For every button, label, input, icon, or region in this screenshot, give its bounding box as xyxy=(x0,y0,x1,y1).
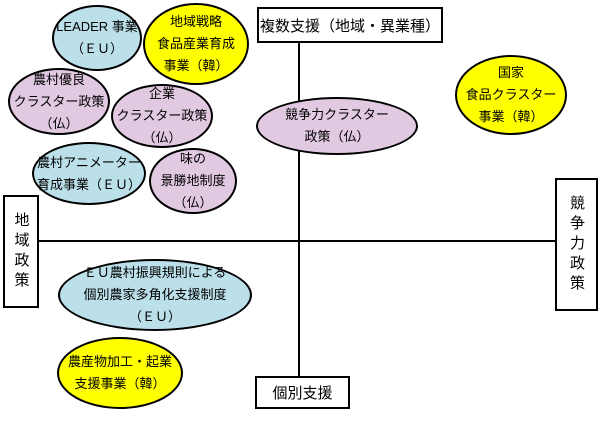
axis-label-bottom-text: 個別支援 xyxy=(272,385,333,402)
bubble-text-line: 食品産業育成 xyxy=(156,36,235,51)
bubble-chiiki-senryaku: 地域戦略 食品産業育成 事業（韓） xyxy=(143,3,249,85)
bubble-nouson-animator: 農村アニメーター 育成事業（ＥＵ） xyxy=(32,142,146,205)
bubble-text-line: 農村優良 xyxy=(32,71,85,87)
bubble-text-line: 国家 xyxy=(497,65,524,80)
axis-label-bottom: 個別支援 xyxy=(255,376,350,409)
bubble-text-line: 育成事業（ＥＵ） xyxy=(36,176,141,192)
axis-label-top-text: 複数支援（地域・異業種） xyxy=(259,17,440,35)
bubble-text-line: クラスター政策 xyxy=(116,108,208,123)
bubble-nouson-yuuryou: 農村優良 クラスター政策 （仏） xyxy=(8,68,110,135)
bubble-kyousouryoku-cluster: 競争力クラスター 政策（仏） xyxy=(256,97,418,155)
bubble-text-line: （ＥＵ） xyxy=(128,309,181,324)
bubble-text-line: 地域戦略 xyxy=(169,14,222,29)
bubble-text-line: 農産物加工・起業 xyxy=(67,354,172,369)
bubble-eu-nouson-kisoku: ＥＵ農村振興規則による 個別農家多角化支援制度 （ＥＵ） xyxy=(58,259,252,331)
bubble-text-line: （仏） xyxy=(39,115,79,131)
bubble-text-line: 企業 xyxy=(148,86,175,101)
bubble-text-line: クラスター政策 xyxy=(13,93,105,109)
bubble-kigyou-cluster: 企業 クラスター政策 （仏） xyxy=(111,84,213,148)
bubble-text-line: 政策（仏） xyxy=(304,129,370,144)
vertical-axis-line xyxy=(298,42,300,377)
bubble-text-line: （仏） xyxy=(142,130,182,145)
bubble-aji-keishouchi: 味の 景勝地制度 （仏） xyxy=(149,148,237,214)
bubble-text-line: 個別農家多角化支援制度 xyxy=(83,287,227,302)
bubble-text-line: （仏） xyxy=(173,195,213,210)
axis-label-right-text: 競争力政策 xyxy=(568,194,585,295)
axis-label-top: 複数支援（地域・異業種） xyxy=(257,7,443,43)
axis-label-left: 地域政策 xyxy=(3,195,39,308)
bubble-text-line: 事業（韓） xyxy=(163,58,229,73)
bubble-text-line: 景勝地制度 xyxy=(160,173,226,188)
axis-label-right: 競争力政策 xyxy=(555,178,598,311)
bubble-nousanbutsu-kakou: 農産物加工・起業 支援事業（韓） xyxy=(57,337,183,409)
axis-label-left-text: 地域政策 xyxy=(12,211,30,292)
bubble-text-line: 支援事業（韓） xyxy=(74,376,166,391)
horizontal-axis-line xyxy=(39,240,555,242)
bubble-kokka-shokuhin-cluster: 国家 食品クラスター 事業（韓） xyxy=(455,55,567,135)
bubble-text-line: 食品クラスター xyxy=(465,87,557,102)
bubble-text-line: LEADER 事業 xyxy=(56,19,138,34)
bubble-text-line: 競争力クラスター xyxy=(285,107,389,122)
bubble-leader: LEADER 事業 （ＥＵ） xyxy=(52,5,142,71)
bubble-text-line: 農村アニメーター xyxy=(37,154,141,170)
bubble-text-line: 味の xyxy=(179,151,206,166)
bubble-text-line: ＥＵ農村振興規則による xyxy=(83,265,227,280)
bubble-text-line: （ＥＵ） xyxy=(70,41,123,56)
bubble-text-line: 事業（韓） xyxy=(478,109,544,124)
